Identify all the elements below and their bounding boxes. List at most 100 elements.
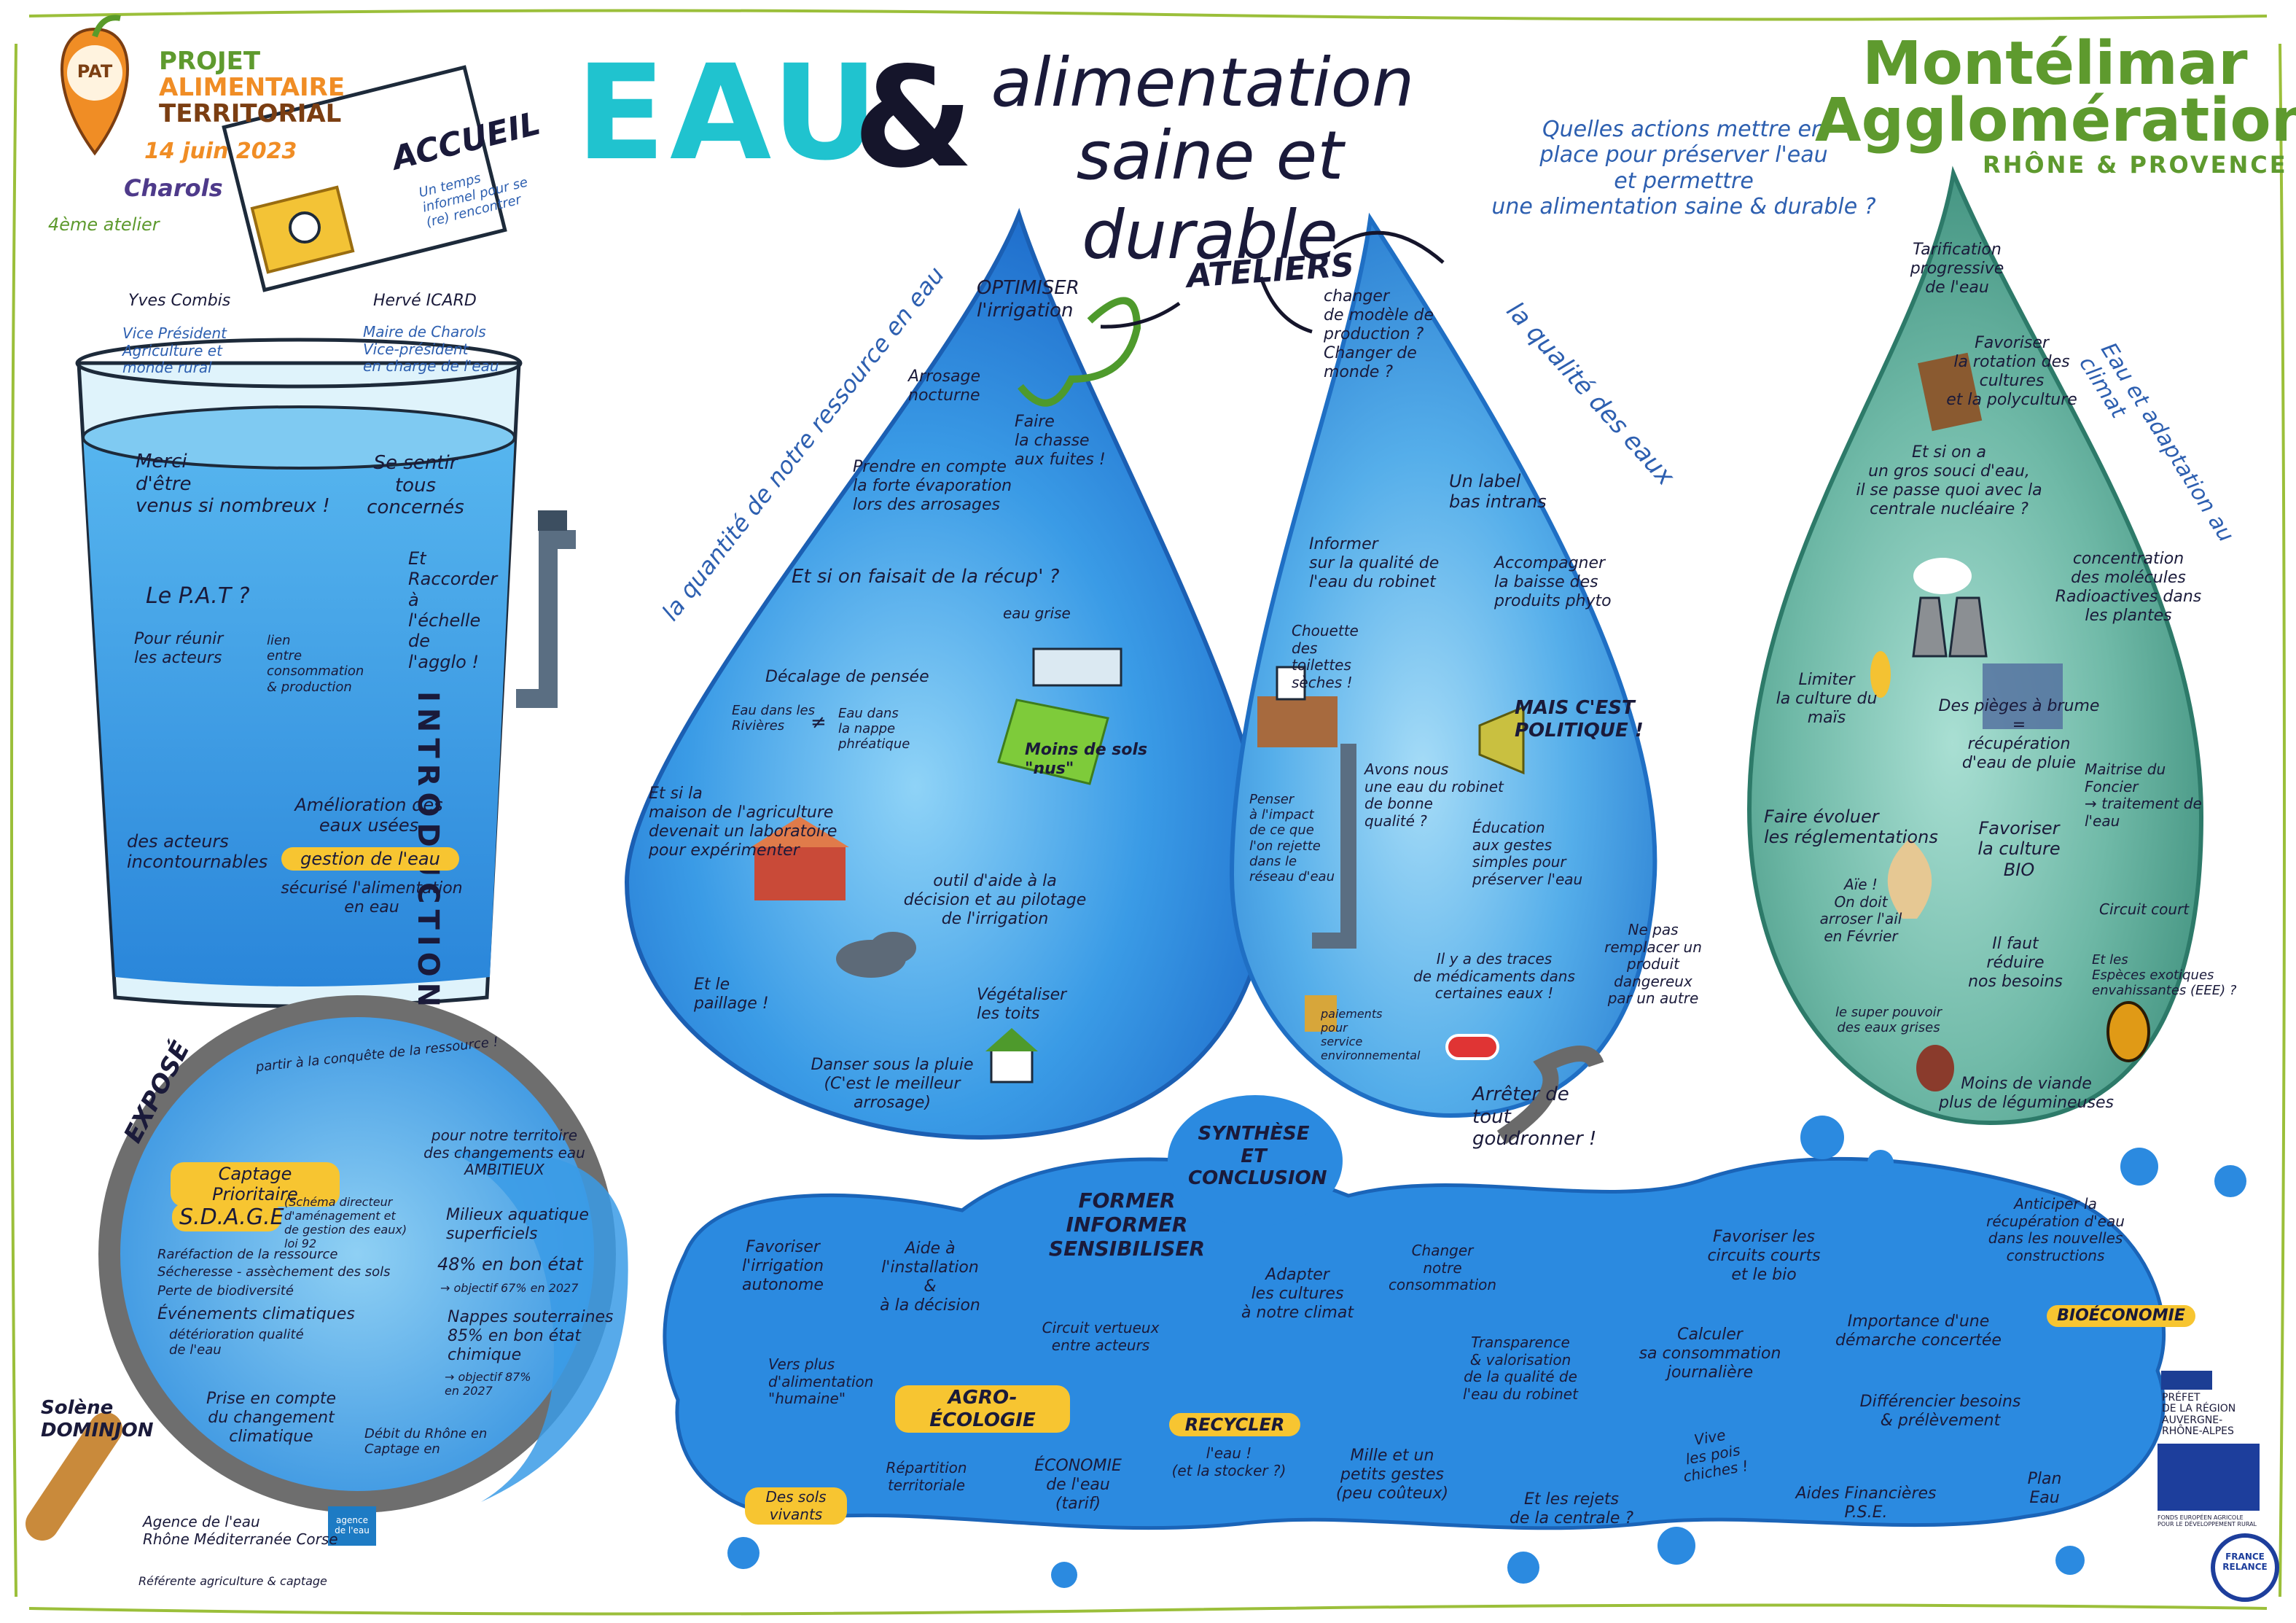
drop-qualite bbox=[1229, 212, 1657, 1118]
fonds-text: FONDS EUROPÉEN AGRICOLE POUR LE DÉVELOPP… bbox=[2158, 1514, 2257, 1527]
drop2-toilettes: Chouette des toilettes sèches ! bbox=[1292, 622, 1359, 691]
synthese-plan: Plan Eau bbox=[2027, 1470, 2062, 1507]
brand-line2: Agglomération bbox=[1815, 86, 2296, 155]
drop1-neq: ≠ bbox=[811, 712, 827, 733]
drop3-concentration: concentration des molécules Radioactives… bbox=[2055, 550, 2202, 625]
drop1-moins-sols: Moins de sols "nus" bbox=[1025, 741, 1148, 778]
corn-icon bbox=[1870, 651, 1891, 698]
drop3-maitrise: Maitrise du Foncier → traitement de l'ea… bbox=[2085, 760, 2202, 830]
rain-cloud-icon bbox=[836, 932, 916, 978]
field-icon bbox=[997, 698, 1109, 785]
synthese-adapter: Adapter les cultures à notre climat bbox=[1241, 1266, 1354, 1322]
synthese-rejets: Et les rejets de la centrale ? bbox=[1509, 1490, 1634, 1527]
synthese-transparence: Transparence & valorisation de la qualit… bbox=[1463, 1334, 1578, 1403]
synthese-economie: ÉCONOMIE de l'eau (tarif) bbox=[1034, 1457, 1122, 1513]
expose-bullet-2: Sécheresse - assèchement des sols bbox=[157, 1264, 391, 1280]
synthese-bioeco: BIOÉCONOMIE bbox=[2047, 1305, 2195, 1327]
drop3-viande: Moins de viande plus de légumineuses bbox=[1939, 1075, 2114, 1112]
synthese-alimentation: Vers plus d'alimentation "humaine" bbox=[768, 1355, 874, 1408]
border-vines bbox=[10, 9, 2286, 1616]
intro-reunir: Pour réunir les acteurs bbox=[134, 630, 224, 667]
intro-pill1: Amélioration des eaux usées bbox=[294, 795, 443, 836]
prefet-text: PRÉFET DE LA RÉGION AUVERGNE- RHÔNE-ALPE… bbox=[2162, 1392, 2236, 1438]
synthese-recycler: RECYCLER bbox=[1169, 1413, 1300, 1437]
crop-rotation-icon bbox=[1917, 352, 1983, 432]
title-ampersand: & bbox=[853, 37, 974, 198]
drop2-remplacer: Ne pas remplacer un produit dangereux pa… bbox=[1604, 921, 1702, 1008]
expose-territoire: pour notre territoire des changements ea… bbox=[423, 1126, 585, 1179]
road-icon bbox=[1496, 1046, 1604, 1145]
drop1-fuites: Faire la chasse aux fuites ! bbox=[1015, 413, 1106, 469]
drop3-circuit: Circuit court bbox=[2099, 900, 2190, 918]
title-eau: EAU bbox=[576, 37, 883, 190]
brand-line1: Montélimar bbox=[1862, 29, 2248, 98]
france-relance-logo bbox=[2211, 1533, 2279, 1602]
farm-building-icon bbox=[751, 817, 849, 900]
synthese-anticiper: Anticiper la récupération d'eau dans les… bbox=[1986, 1195, 2125, 1264]
drop2-label: Un label bas intrans bbox=[1449, 471, 1547, 513]
drop2-accompagner: Accompagner la baisse des produits phyto bbox=[1494, 554, 1612, 610]
synthese-stocker: l'eau ! (et la stocker ?) bbox=[1171, 1444, 1286, 1479]
drop3-aie: Aïe ! On doit arroser l'ail en Février bbox=[1819, 876, 1902, 945]
drop2-traces: Il y a des traces de médicaments dans ce… bbox=[1413, 950, 1575, 1003]
drop-quantite bbox=[624, 208, 1271, 1140]
nuclear-plant-icon bbox=[1912, 558, 1988, 658]
accueil-card bbox=[222, 65, 507, 292]
expose-rhone: Débit du Rhône en Captage en bbox=[364, 1426, 488, 1457]
pat-logo-line2: ALIMENTAIRE bbox=[159, 73, 345, 102]
expose-bullet-1: Raréfaction de la ressource bbox=[157, 1247, 338, 1262]
synthese-title: SYNTHÈSE ET CONCLUSION bbox=[1188, 1123, 1327, 1190]
agence-eau-logo bbox=[328, 1506, 376, 1546]
expose-referente: Référente agriculture & captage bbox=[138, 1574, 327, 1588]
person2-role: Maire de Charols Vice-président en charg… bbox=[363, 323, 499, 375]
drop2-politique: MAIS C'EST POLITIQUE ! bbox=[1515, 697, 1644, 742]
agence-logo-text: agence de l'eau bbox=[335, 1515, 370, 1536]
drop1-recup: Et si on faisait de la récup' ? bbox=[792, 566, 1060, 588]
drop1-vegetaliser: Végétaliser les toits bbox=[977, 986, 1067, 1023]
pat-pin-icon bbox=[60, 15, 129, 156]
drop3-reduire: Il faut réduire nos besoins bbox=[1968, 935, 2063, 991]
drop3-bio: Favoriser la culture BIO bbox=[1977, 818, 2061, 880]
title-line2: saine et durable bbox=[1076, 117, 1344, 274]
event-date: 14 juin 2023 bbox=[144, 139, 297, 164]
expose-milieux: Milieux aquatique superficiels bbox=[446, 1206, 589, 1243]
fog-net-icon bbox=[1983, 663, 2063, 729]
drop1-evaporation: Prendre en compte la forte évaporation l… bbox=[853, 458, 1012, 514]
person2-name: Hervé ICARD bbox=[373, 292, 477, 310]
marianne-logo bbox=[2161, 1371, 2212, 1390]
expose-speaker: Solène DOMINJON bbox=[41, 1397, 154, 1441]
drop3-limiter: Limiter la culture du maïs bbox=[1776, 671, 1878, 727]
drop1-arrosage: Arrosage nocturne bbox=[908, 367, 981, 405]
synthese-repartition: Répartition territoriale bbox=[886, 1459, 967, 1494]
drop1-rivieres: Eau dans les Rivières bbox=[732, 703, 815, 734]
title-line1: alimentation bbox=[991, 44, 1415, 122]
pipe-icon bbox=[1312, 744, 1356, 949]
drop2-avons: Avons nous une eau du robinet de bonne q… bbox=[1364, 760, 1504, 830]
intro-pat: Le P.A.T ? bbox=[146, 583, 250, 609]
expose-sdage: S.D.A.G.E bbox=[172, 1203, 284, 1232]
expose-captage: Captage Prioritaire bbox=[171, 1162, 340, 1207]
synthese-sols: Des sols vivants bbox=[745, 1487, 847, 1525]
magnifier bbox=[26, 995, 628, 1541]
pill-icon bbox=[1445, 1034, 1499, 1060]
drop1-maison: Et si la maison de l'agriculture devenai… bbox=[649, 785, 837, 860]
pat-pin-label: PAT bbox=[77, 61, 113, 82]
drop3-pieges: Des pièges à brume = récupération d'eau … bbox=[1938, 697, 2100, 772]
drop1-grise: eau grise bbox=[1003, 604, 1071, 622]
drop1-paillage: Et le paillage ! bbox=[694, 976, 769, 1013]
intro-raccorder: Et Raccorder à l'échelle de l'agglo ! bbox=[408, 548, 498, 672]
drop1-decalage: Décalage de pensée bbox=[765, 668, 929, 686]
main-question: Quelles actions mettre en place pour pré… bbox=[1491, 117, 1876, 220]
expose-m48: 48% en bon état bbox=[437, 1254, 583, 1274]
tap-pipe bbox=[516, 510, 576, 708]
expose-nappes: Nappes souterraines 85% en bon état chim… bbox=[448, 1308, 614, 1364]
garlic-icon bbox=[1887, 838, 1932, 919]
expose-sdage-def: (Schéma directeur d'aménagement et de ge… bbox=[284, 1195, 407, 1250]
expose-nappesobj: → objectif 87% en 2027 bbox=[445, 1370, 531, 1398]
drop3-super: le super pouvoir des eaux grises bbox=[1835, 1005, 1942, 1036]
drop3-souci: Et si on a un gros souci d'eau, il se pa… bbox=[1856, 443, 2042, 518]
drop2-goudronner: Arrêter de tout goudronner ! bbox=[1472, 1083, 1597, 1151]
drop2-paiements: paiements pour service environnemental bbox=[1321, 1007, 1421, 1062]
person1-name: Yves Combis bbox=[128, 292, 231, 310]
